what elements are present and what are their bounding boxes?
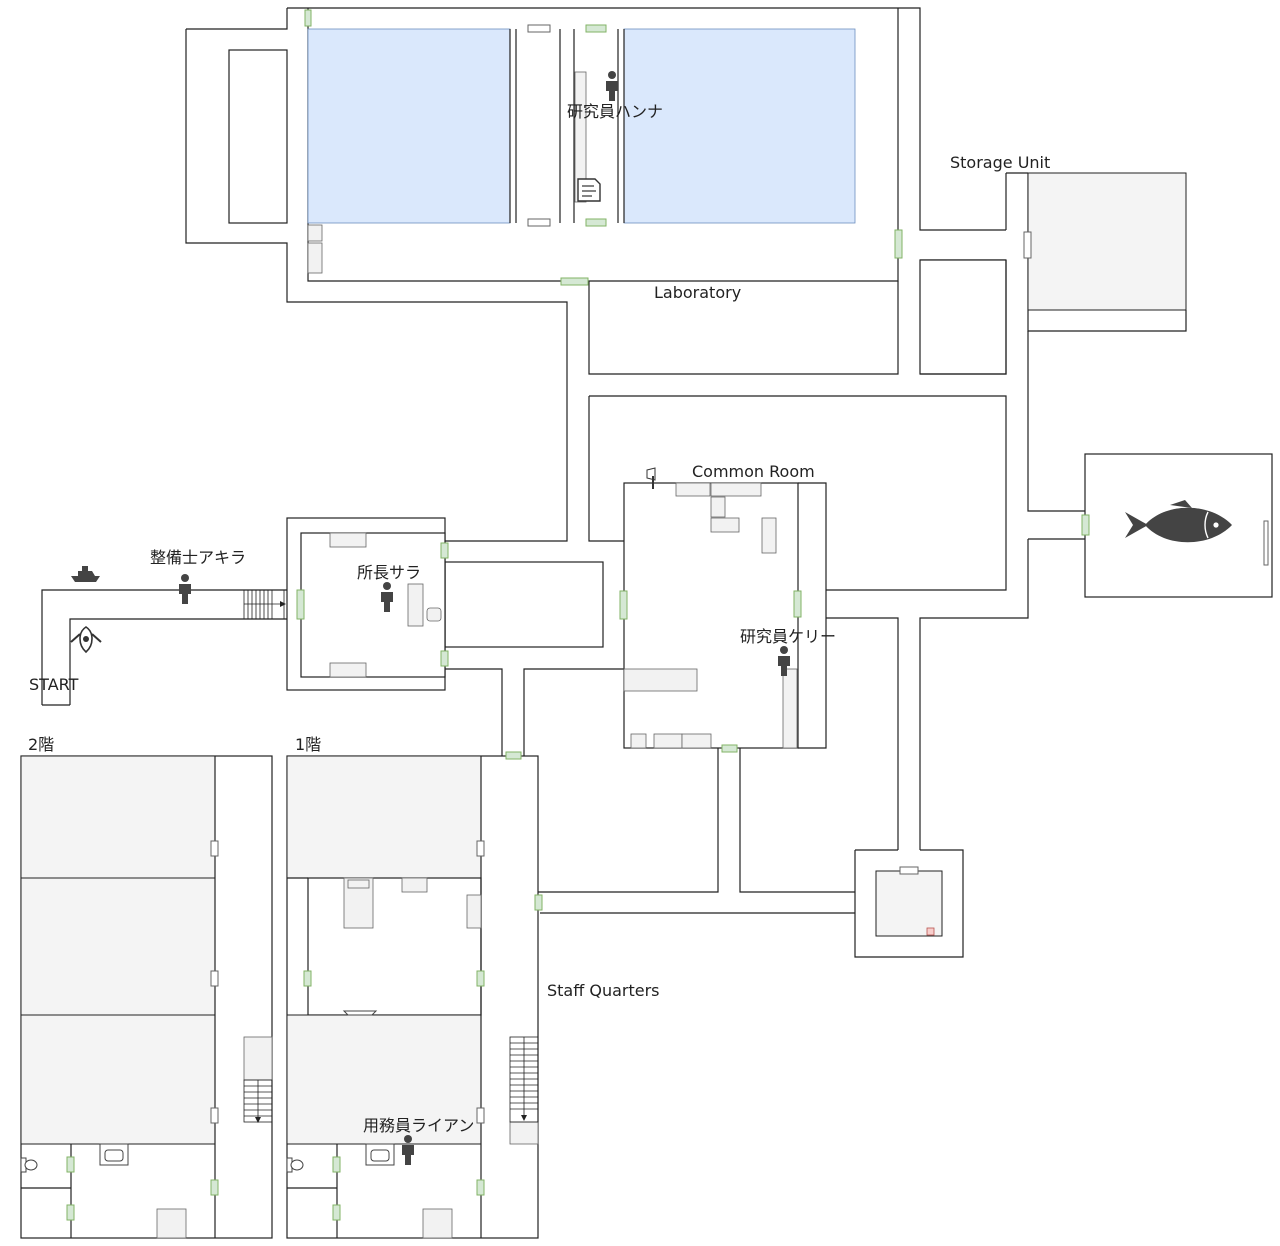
area-label-start: START <box>29 675 79 694</box>
door[interactable] <box>585 24 607 33</box>
storage-unit <box>919 172 1187 850</box>
person-icon[interactable] <box>179 574 191 604</box>
toilet-icon <box>286 1157 304 1173</box>
lab-side-room <box>228 49 288 224</box>
door[interactable] <box>304 9 312 27</box>
pier <box>41 566 287 706</box>
stairs <box>243 589 286 620</box>
door[interactable] <box>1023 231 1032 259</box>
door[interactable] <box>560 277 589 286</box>
door[interactable] <box>585 218 607 227</box>
door[interactable] <box>894 229 903 259</box>
door[interactable] <box>619 590 628 620</box>
fish-room <box>1081 453 1273 598</box>
stairs <box>509 1036 539 1123</box>
character-label-kelly: 研究員ケリー <box>740 627 837 646</box>
person-icon[interactable] <box>778 646 790 676</box>
character-label-ryan: 用務員ライアン <box>363 1116 475 1135</box>
small-room <box>854 849 964 958</box>
bed-icon <box>343 877 374 929</box>
sink-icon <box>99 1143 129 1166</box>
document-icon[interactable] <box>577 178 601 202</box>
bird-icon <box>70 626 102 654</box>
character-label-akira: 整備士アキラ <box>150 548 247 567</box>
stairs <box>243 1079 273 1123</box>
character-label-hannah: 研究員ハンナ <box>567 102 664 121</box>
area-label-laboratory: Laboratory <box>654 283 742 302</box>
staff-quarters-floor-1 <box>286 751 543 1239</box>
boat-icon <box>71 566 100 582</box>
director-office <box>286 517 449 691</box>
area-label-common-room: Common Room <box>692 462 815 481</box>
character-label-sara: 所長サラ <box>357 563 422 582</box>
floor-label-2: 2階 <box>28 735 55 754</box>
toilet-icon <box>20 1157 38 1173</box>
door[interactable] <box>899 866 919 875</box>
common-room <box>619 467 827 753</box>
door[interactable] <box>1081 514 1090 536</box>
area-label-staff-quarters: Staff Quarters <box>547 981 660 1000</box>
lamp-icon <box>646 467 656 489</box>
sink-icon <box>365 1143 395 1166</box>
person-icon[interactable] <box>402 1135 414 1165</box>
laboratory-building <box>185 7 1007 542</box>
water-tank-left <box>307 28 511 224</box>
person-icon[interactable] <box>381 582 393 612</box>
door[interactable] <box>527 218 551 227</box>
corridors <box>444 395 1007 914</box>
floor-label-1: 1階 <box>295 735 322 754</box>
door[interactable] <box>721 744 738 753</box>
person-icon[interactable] <box>606 71 618 101</box>
area-label-storage-unit: Storage Unit <box>950 153 1051 172</box>
door[interactable] <box>440 542 449 559</box>
door[interactable] <box>793 590 802 618</box>
door[interactable] <box>527 24 551 33</box>
door[interactable] <box>440 650 449 667</box>
water-tank-right <box>623 28 856 224</box>
fish-icon <box>1125 500 1232 543</box>
staff-quarters-floor-2 <box>20 755 273 1239</box>
door[interactable] <box>296 589 305 620</box>
